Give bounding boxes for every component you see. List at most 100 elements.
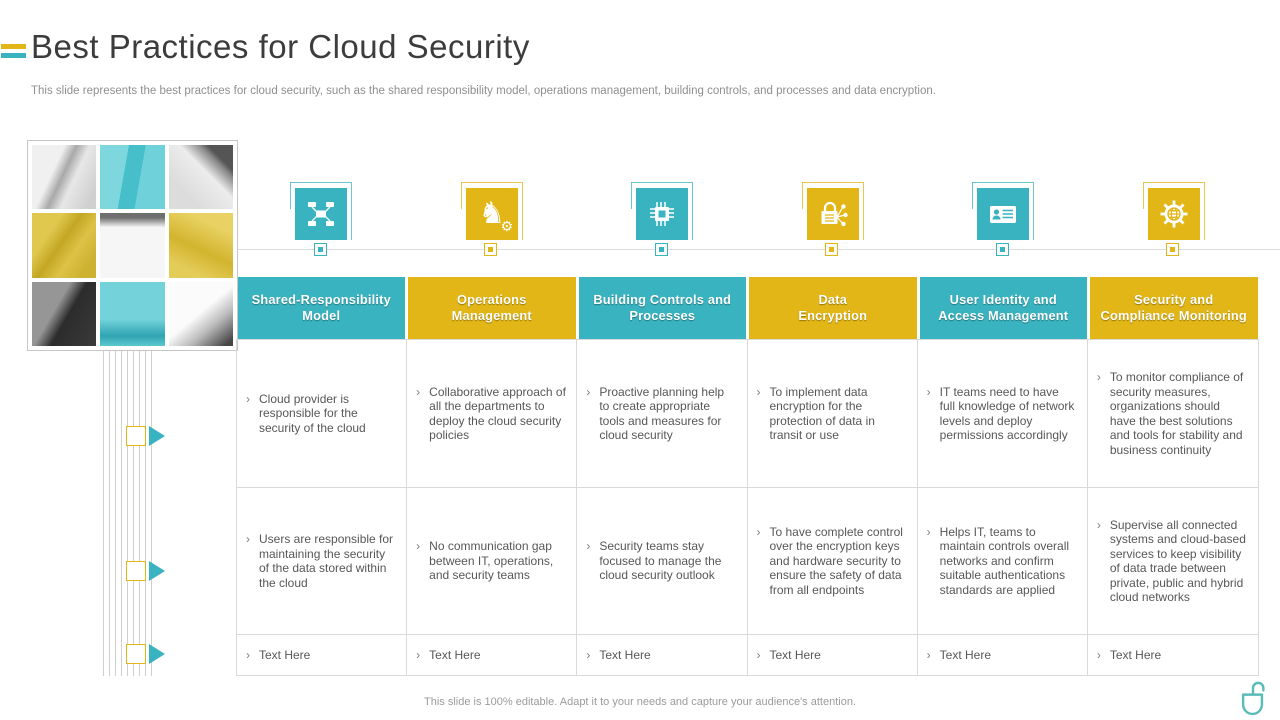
collage-photo (100, 281, 165, 346)
table-cell: › Text Here (748, 635, 918, 675)
bullet-icon: › (756, 524, 761, 539)
vertical-hatch-lines (103, 351, 152, 676)
cell-text: Text Here (1109, 647, 1162, 662)
bullet-icon: › (246, 391, 250, 406)
table-cell: › To have complete control over the encry… (747, 488, 918, 635)
photo-collage (27, 140, 238, 351)
table-cell: ›Text Here (237, 635, 408, 675)
timeline-node (996, 243, 1009, 256)
collage-photo (100, 145, 165, 210)
cell-text: No communication gap between IT, operati… (429, 539, 554, 583)
row-pointer-arrow (126, 560, 165, 582)
bullet-icon: › (926, 524, 931, 539)
id-card-icon (972, 182, 1034, 240)
timeline-node (655, 243, 668, 256)
row-pointer-arrow (126, 425, 165, 447)
bullet-icon: › (416, 647, 421, 662)
table-cell: › IT teams need to have full knowledge of… (917, 340, 1088, 488)
collage-photo (100, 213, 165, 278)
bullet-icon: › (1096, 370, 1101, 384)
editable-note: This slide is 100% editable. Adapt it to… (424, 696, 856, 708)
bullet-icon: › (416, 384, 421, 399)
table-header-row: Shared-Responsibility Model Operations M… (236, 277, 1259, 339)
bullet-icon: › (246, 532, 250, 546)
cell-text: To monitor compliance of security measur… (1109, 370, 1244, 457)
timeline-node (825, 243, 838, 256)
table-cell: › No communication gap between IT, operat… (407, 488, 578, 635)
bullet-icon: › (1096, 647, 1101, 662)
bullet-icon: › (926, 647, 931, 662)
timeline-node (314, 243, 327, 256)
row-pointer-arrow (126, 643, 165, 665)
column-header: Operations Management (408, 277, 576, 339)
cell-text: Cloud provider is responsible for the se… (259, 391, 366, 435)
arrow-right-icon (149, 426, 165, 446)
collage-photo (32, 145, 97, 210)
cell-text: Text Here (769, 647, 821, 662)
strategy-knight-gear-icon: ♞ ⚙ (461, 182, 523, 240)
table-cell: › Security teams stay focused to manage t… (577, 488, 748, 635)
collage-photo (32, 213, 97, 278)
column-header: User Identity and Access Management (919, 277, 1087, 339)
table-cell: › Supervise all connected systems and clo… (1087, 488, 1258, 635)
bullet-icon: › (586, 384, 591, 399)
table-cell: › Users are responsible for maintaining t… (237, 488, 408, 635)
arrow-right-icon (149, 561, 165, 581)
bullet-icon: › (586, 539, 591, 554)
timeline-node (484, 243, 497, 256)
bullet-icon: › (586, 647, 591, 662)
open-padlock-logo-icon (1237, 676, 1269, 720)
bullet-icon: › (756, 647, 761, 662)
pointer-square (126, 644, 146, 664)
cell-text: Text Here (259, 647, 311, 662)
collage-photo (168, 145, 233, 210)
cell-text: Text Here (939, 647, 992, 662)
collage-photo (168, 213, 233, 278)
cell-text: To implement data encryption for the pro… (769, 384, 875, 443)
best-practices-table: Shared-Responsibility Model Operations M… (236, 277, 1259, 676)
cell-text: Collaborative approach of all the depart… (429, 384, 566, 443)
cell-text: Text Here (429, 647, 481, 662)
network-nodes-icon (290, 182, 352, 240)
table-cell: › Text Here (577, 635, 748, 675)
table-cell: › To implement data encryption for the pr… (747, 340, 918, 488)
column-header: Shared-Responsibility Model (237, 277, 405, 339)
page-title: Best Practices for Cloud Security (31, 28, 530, 65)
table-cell: › Text Here (1088, 635, 1258, 675)
slide-subtitle: This slide represents the best practices… (31, 85, 936, 97)
column-header: Data Encryption (749, 277, 917, 339)
cell-text: To have complete control over the encryp… (769, 524, 903, 597)
cell-text: Helps IT, teams to maintain controls ove… (939, 524, 1070, 597)
bullet-icon: › (416, 539, 421, 554)
bullet-icon: › (926, 384, 931, 399)
collage-photo (32, 281, 97, 346)
column-header: Building Controls and Processes (578, 277, 746, 339)
cpu-chip-icon (631, 182, 693, 240)
cell-text: Security teams stay focused to manage th… (599, 539, 722, 583)
timeline-node (1166, 243, 1179, 256)
table-cell: › Collaborative approach of all the depar… (407, 340, 578, 488)
table-cell: › Proactive planning help to create appro… (577, 340, 748, 488)
table-cell: › Helps IT, teams to maintain controls ov… (917, 488, 1088, 635)
column-header: Security and Compliance Monitoring (1090, 277, 1258, 339)
globe-gear-icon (1143, 182, 1205, 240)
bullet-icon: › (756, 384, 761, 399)
pointer-square (126, 561, 146, 581)
cell-text: Text Here (599, 647, 651, 662)
timeline-line (238, 249, 1280, 250)
cell-text: Proactive planning help to create approp… (599, 384, 725, 443)
bullet-icon: › (1096, 517, 1101, 532)
arrow-right-icon (149, 644, 165, 664)
collage-photo (168, 281, 233, 346)
title-accent-bar-yellow (1, 44, 26, 49)
encryption-lock-icon (802, 182, 864, 240)
cell-text: Supervise all connected systems and clou… (1109, 517, 1246, 605)
table-body: › Cloud provider is responsible for the s… (236, 339, 1259, 676)
table-cell: › Text Here (918, 635, 1088, 675)
cell-text: IT teams need to have full knowledge of … (939, 384, 1075, 443)
table-cell: › To monitor compliance of security measu… (1087, 340, 1258, 488)
title-accent-bar-teal (1, 53, 26, 58)
cell-text: Users are responsible for maintaining th… (259, 532, 394, 590)
pointer-square (126, 426, 146, 446)
